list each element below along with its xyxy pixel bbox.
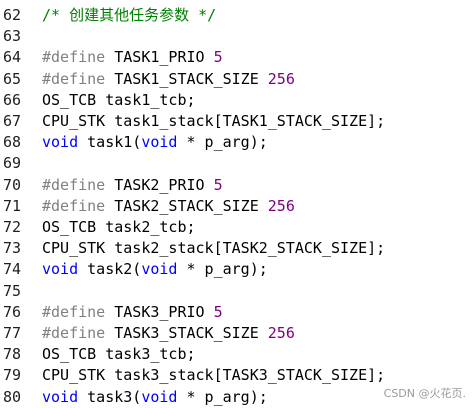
code-token-comment: /* 创建其他任务参数 */ (42, 6, 217, 24)
line-number: 71 (3, 196, 22, 215)
code-line[interactable]: 74 void task2(void * p_arg); (0, 258, 474, 280)
code-line[interactable]: 79 CPU_STK task3_stack[TASK3_STACK_SIZE]; (0, 364, 474, 386)
code-token-plain: TASK1_PRIO (114, 48, 214, 67)
code-token-directive: #define (42, 324, 115, 342)
code-line[interactable]: 78 OS_TCB task3_tcb; (0, 343, 474, 365)
code-token-keyword: void (141, 133, 178, 152)
line-code: OS_TCB task3_tcb; (42, 343, 196, 365)
code-token-plain: CPU_STK task1_stack[TASK1_STACK_SIZE]; (42, 112, 386, 130)
code-token-keyword: void (141, 387, 178, 406)
line-number: 79 (3, 366, 22, 385)
code-line[interactable]: 62 /* 创建其他任务参数 */ (0, 4, 474, 26)
line-number: 78 (3, 345, 22, 364)
line-code: void task3(void * p_arg); (42, 386, 268, 408)
code-token-plain: CPU_STK task3_stack[TASK3_STACK_SIZE]; (42, 366, 386, 385)
watermark: CSDN @火花页. (383, 387, 466, 400)
code-token-directive: #define (42, 48, 115, 67)
code-line[interactable]: 68 void task1(void * p_arg); (0, 131, 474, 153)
line-number: 72 (3, 218, 22, 236)
code-token-plain: task1( (78, 133, 142, 152)
line-number: 66 (3, 90, 22, 109)
code-token-plain: task3( (78, 387, 142, 406)
line-number: 64 (3, 48, 22, 67)
code-token-directive: #define (42, 69, 115, 88)
code-token-plain: OS_TCB task1_tcb; (42, 90, 196, 109)
line-code: /* 创建其他任务参数 */ (42, 4, 216, 26)
code-token-plain: OS_TCB task2_tcb; (42, 218, 196, 236)
code-line[interactable]: 76 #define TASK3_PRIO 5 (0, 301, 474, 323)
line-number: 75 (3, 281, 22, 300)
code-token-plain: TASK2_PRIO (114, 175, 214, 194)
code-token-number: 256 (267, 196, 295, 215)
code-token-number: 5 (213, 302, 223, 321)
code-token-plain: task2( (78, 260, 142, 279)
code-token-keyword: void (141, 260, 178, 279)
code-token-plain: TASK1_STACK_SIZE (114, 69, 268, 88)
code-line[interactable]: 64 #define TASK1_PRIO 5 (0, 46, 474, 68)
code-token-keyword: void (42, 260, 79, 279)
code-line[interactable]: 63 (0, 25, 474, 47)
line-number: 63 (3, 27, 22, 46)
line-number: 68 (3, 133, 22, 152)
code-line[interactable]: 66 OS_TCB task1_tcb; (0, 89, 474, 111)
line-number: 69 (3, 154, 22, 173)
code-token-plain: TASK3_PRIO (114, 302, 214, 321)
code-line[interactable]: 65 #define TASK1_STACK_SIZE 256 (0, 68, 474, 90)
code-token-plain: CPU_STK task2_stack[TASK2_STACK_SIZE]; (42, 239, 386, 258)
code-token-keyword: void (42, 133, 79, 152)
line-code: void task2(void * p_arg); (42, 258, 268, 280)
code-token-plain: TASK3_STACK_SIZE (114, 324, 268, 342)
code-token-directive: #define (42, 196, 115, 215)
line-code: CPU_STK task1_stack[TASK1_STACK_SIZE]; (42, 110, 385, 132)
code-token-plain: * p_arg); (177, 133, 268, 152)
line-number: 67 (3, 112, 22, 130)
line-number: 73 (3, 239, 22, 258)
code-line[interactable]: 69 (0, 152, 474, 174)
line-code: #define TASK1_STACK_SIZE 256 (42, 68, 295, 90)
line-code: CPU_STK task2_stack[TASK2_STACK_SIZE]; (42, 237, 385, 259)
line-number: 80 (3, 387, 22, 406)
code-token-plain: * p_arg); (177, 260, 268, 279)
code-line[interactable]: 75 (0, 280, 474, 302)
code-line[interactable]: 77 #define TASK3_STACK_SIZE 256 (0, 322, 474, 344)
line-code: OS_TCB task1_tcb; (42, 89, 196, 111)
code-token-plain: TASK2_STACK_SIZE (114, 196, 268, 215)
line-number: 77 (3, 324, 22, 342)
code-line[interactable]: 73 CPU_STK task2_stack[TASK2_STACK_SIZE]; (0, 237, 474, 259)
code-line[interactable]: 80 void task3(void * p_arg); (0, 386, 474, 408)
line-code: #define TASK3_PRIO 5 (42, 301, 223, 323)
code-token-plain: * p_arg); (177, 387, 268, 406)
line-code: #define TASK1_PRIO 5 (42, 46, 223, 68)
code-token-keyword: void (42, 387, 79, 406)
code-token-plain: OS_TCB task3_tcb; (42, 345, 196, 364)
line-code: OS_TCB task2_tcb; (42, 216, 196, 238)
code-token-directive: #define (42, 175, 115, 194)
code-token-directive: #define (42, 302, 115, 321)
code-token-number: 256 (267, 324, 295, 342)
line-code: void task1(void * p_arg); (42, 131, 268, 153)
line-code: #define TASK2_PRIO 5 (42, 174, 223, 196)
line-number: 76 (3, 302, 22, 321)
code-line[interactable]: 71 #define TASK2_STACK_SIZE 256 (0, 195, 474, 217)
line-number: 70 (3, 175, 22, 194)
line-number: 74 (3, 260, 22, 279)
code-token-number: 5 (213, 48, 223, 67)
line-code: #define TASK3_STACK_SIZE 256 (42, 322, 295, 344)
line-number: 65 (3, 69, 22, 88)
line-code: CPU_STK task3_stack[TASK3_STACK_SIZE]; (42, 364, 385, 386)
code-line[interactable]: 67 CPU_STK task1_stack[TASK1_STACK_SIZE]; (0, 110, 474, 132)
line-code: #define TASK2_STACK_SIZE 256 (42, 195, 295, 217)
code-token-number: 5 (213, 175, 223, 194)
code-line[interactable]: 70 #define TASK2_PRIO 5 (0, 174, 474, 196)
line-number: 62 (3, 6, 22, 24)
code-token-number: 256 (267, 69, 295, 88)
code-line[interactable]: 72 OS_TCB task2_tcb; (0, 216, 474, 238)
